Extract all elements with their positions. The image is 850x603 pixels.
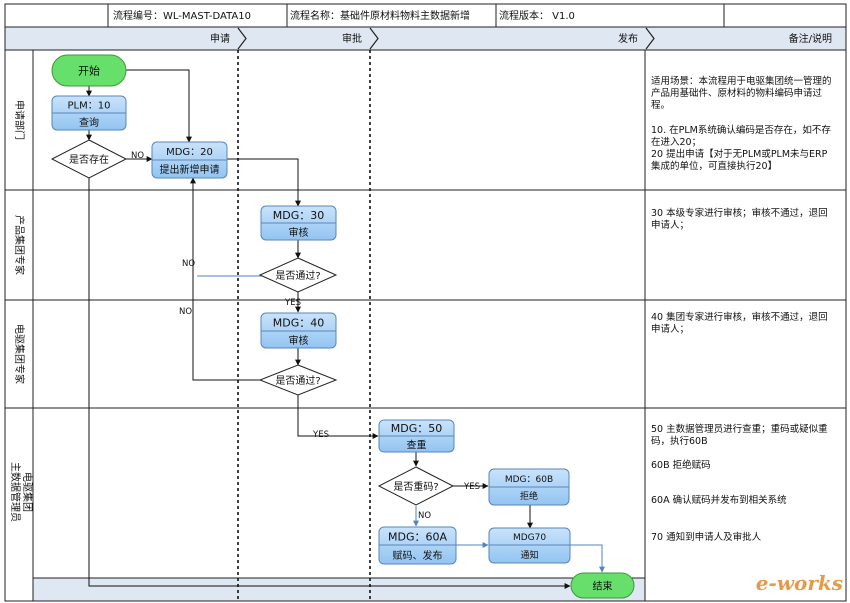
process-number: 流程编号：WL-MAST-DATA10: [113, 9, 251, 22]
start-node: 开始: [51, 54, 127, 87]
connectors: [86, 69, 571, 589]
note-lane1-line: 程。: [651, 100, 670, 111]
process-mdg70: MDG70 通知: [488, 527, 571, 564]
decision-pass-2-label: 是否通过?: [275, 374, 320, 387]
notes-lane2: 30 本级专家进行审核；审核不通过，退回 申请人；: [651, 207, 828, 231]
mdg30-label: 审核: [289, 226, 309, 239]
note-lane2-line: 30 本级专家进行审核；审核不通过，退回: [651, 207, 828, 219]
note-lane4-line: 60B 拒绝赋码: [651, 459, 711, 471]
process-name: 流程名称：基础件原材料物料主数据新增: [290, 9, 470, 22]
e-works-watermark-logo: e-works: [756, 571, 843, 595]
lane-grid: [5, 50, 846, 602]
label-no-2: NO: [182, 259, 195, 269]
notes-lane4: 50 主数据管理员进行查重；重码或疑似重 码，执行60B 60B 拒绝赋码 60…: [651, 423, 828, 543]
edge-pass2-mdg20: [190, 177, 262, 381]
plm10-label: 查询: [79, 116, 99, 129]
process-version: 流程版本： V1.0: [499, 9, 575, 22]
mdg60b-label: 拒绝: [520, 490, 538, 502]
mdg70-label: 通知: [520, 549, 538, 561]
start-label: 开始: [78, 64, 100, 78]
lane-label-apply-dept: 申请部门: [13, 100, 26, 140]
note-lane1-line: 适用场景：本流程用于电驱集团统一管理的: [651, 75, 832, 87]
mdg60b-id: MDG：60B: [505, 475, 553, 485]
lane-label-group-expert: 电驱集团专家: [13, 324, 26, 384]
process-mdg20: MDG：20 提出新增申请: [151, 141, 228, 179]
plm10-id: PLM：10: [68, 101, 111, 112]
edge-mdg20-mdg30: [227, 158, 301, 207]
lane-label-admin-2: 主数据管理员: [9, 462, 22, 522]
phase-publish: 发布: [618, 32, 638, 45]
note-lane1-line: 10. 在PLM系统确认编码是否存在，如不存: [651, 124, 831, 136]
edge-start-mdg20: [126, 69, 192, 143]
note-lane1-line: 集成的单位，可直接执行20】: [651, 160, 777, 172]
edge-pass2-mdg50: [297, 395, 379, 439]
mdg70-id: MDG70: [513, 533, 546, 543]
label-yes-2: YES: [312, 430, 329, 440]
mdg20-label: 提出新增申请: [160, 163, 220, 176]
decision-duplicate-label: 是否重码?: [393, 480, 438, 493]
end-label: 结束: [593, 580, 613, 593]
notes-lane3: 40 集团专家进行审核，审核不通过，退回 申请人；: [651, 311, 828, 335]
phase-bar: 申请 审批 发布 备注/说明: [4, 26, 847, 51]
mdg50-label: 查重: [407, 439, 427, 452]
note-lane1-line: 20 提出申请【对于无PLM或PLM未与ERP: [651, 148, 828, 160]
label-no-4: NO: [418, 511, 431, 521]
mdg60a-id: MDG：60A: [388, 531, 447, 544]
edge-exists-end: [88, 178, 571, 589]
end-node: 结束: [570, 572, 635, 599]
process-mdg30: MDG：30 审核: [260, 205, 337, 241]
blue-connectors: [197, 275, 605, 573]
label-yes-1: YES: [284, 298, 301, 308]
phase-apply: 申请: [210, 32, 230, 45]
note-lane1-line: 产品用基础件、原材料的物料编码申请过: [651, 87, 823, 99]
process-plm10: PLM：10 查询: [51, 95, 127, 131]
process-mdg60a: MDG：60A 赋码、发布: [378, 526, 457, 565]
note-lane4-line: 70 通知到申请人及审批人: [651, 531, 762, 543]
note-lane4-line: 码，执行60B: [651, 435, 708, 447]
process-mdg50: MDG：50 查重: [378, 419, 455, 453]
phase-notes: 备注/说明: [789, 32, 832, 45]
decision-exists: 是否存在: [50, 139, 128, 179]
notes-lane1: 适用场景：本流程用于电驱集团统一管理的 产品用基础件、原材料的物料编码申请过 程…: [651, 75, 832, 172]
note-lane2-line: 申请人；: [651, 219, 689, 231]
mdg30-id: MDG：30: [273, 209, 324, 222]
note-lane3-line: 40 集团专家进行审核，审核不通过，退回: [651, 311, 828, 323]
lane-label-product-expert: 产品集团专家: [13, 215, 26, 275]
mdg40-id: MDG：40: [273, 317, 324, 330]
mdg20-id: MDG：20: [166, 147, 213, 158]
note-lane4-line: 50 主数据管理员进行查重；重码或疑似重: [651, 423, 828, 435]
process-mdg60b: MDG：60B 拒绝: [488, 468, 570, 506]
lane-labels: 申请部门 产品集团专家 电驱集团专家 电驱集团 主数据管理员: [9, 100, 34, 522]
mdg50-id: MDG：50: [391, 422, 442, 435]
decision-pass-1-label: 是否通过?: [275, 269, 320, 282]
note-lane1-line: 在进入20；: [651, 136, 701, 148]
phase-approve: 审批: [342, 32, 362, 45]
process-mdg40: MDG：40 审核: [260, 312, 337, 349]
header-row: 流程编号：WL-MAST-DATA10 流程名称：基础件原材料物料主数据新增 流…: [5, 4, 846, 28]
note-lane3-line: 申请人；: [651, 323, 689, 335]
note-lane4-line: 60A 确认赋码并发布到相关系统: [651, 494, 787, 506]
mdg40-label: 审核: [289, 334, 309, 347]
edge-mdg70-end: [570, 544, 605, 573]
label-no-1: NO: [131, 151, 144, 161]
decision-duplicate: 是否重码?: [377, 466, 455, 506]
label-no-3: NO: [179, 307, 192, 317]
lane-label-admin-1: 电驱集团: [21, 472, 34, 512]
decision-exists-label: 是否存在: [69, 153, 109, 166]
decision-pass-1: 是否通过?: [258, 257, 338, 293]
label-yes-3: YES: [463, 482, 480, 492]
mdg60a-label: 赋码、发布: [393, 549, 443, 562]
decision-pass-2: 是否通过?: [258, 364, 338, 396]
